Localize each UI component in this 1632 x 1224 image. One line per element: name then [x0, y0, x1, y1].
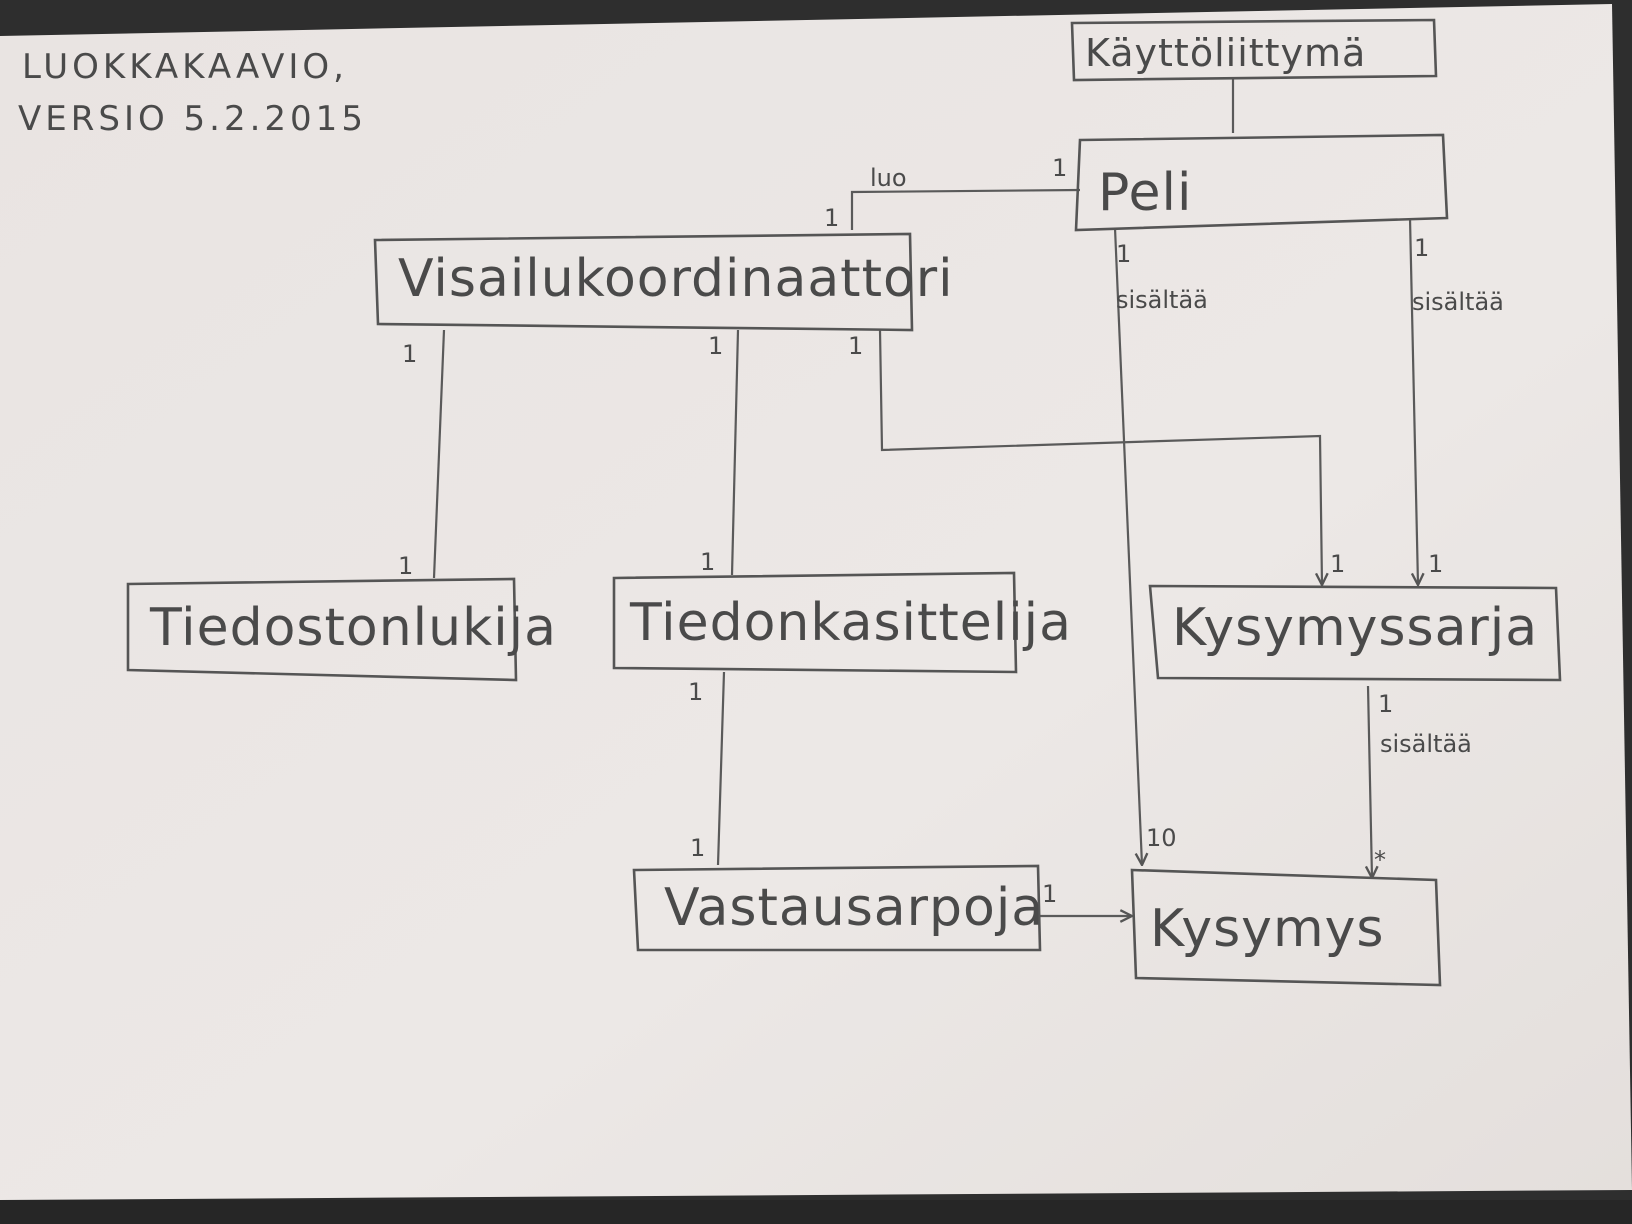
mult-peli-kysymys-to: 10: [1146, 824, 1177, 852]
visailu-tiedonkasittelija-line: [730, 329, 740, 576]
paper-sheet: [0, 4, 1632, 1200]
class-name: Visailukoordinaattori: [398, 249, 954, 309]
class-visailukoordinaattori: Visailukoordinaattori: [373, 232, 954, 332]
mult-visailu-tiedostonlukija-from: 1: [402, 340, 417, 368]
class-name: Käyttöliittymä: [1085, 31, 1366, 75]
class-box: [612, 571, 1018, 674]
mult-visailu-tiedonkasittelija-to: 1: [700, 548, 715, 576]
class-peli: Peli: [1074, 133, 1449, 232]
class-kysymys: Kysymys: [1130, 868, 1442, 987]
mult-visailu-kysymyssarja-to: 1: [1330, 550, 1345, 578]
caption-title: LUOKKAKAAVIO,: [22, 47, 348, 87]
mult-peli-kysymys-from: 1: [1116, 240, 1131, 268]
class-name: Peli: [1098, 163, 1192, 223]
mult-vastausarpoja-kysymys-from: 1: [1042, 880, 1057, 908]
assoc-label-luo: luo: [870, 164, 907, 192]
mult-kysymyssarja-kysymys-from: 1: [1378, 690, 1393, 718]
class-box: [1130, 868, 1442, 987]
tiedonkasittelija-vastausarpoja-line: [716, 671, 726, 866]
kysymyssarja-kysymys-line: [1368, 685, 1372, 878]
class-box: [373, 232, 914, 332]
assoc-label-peli-kysymys: sisältää: [1116, 286, 1208, 314]
class-kysymyssarja: Kysymyssarja: [1148, 584, 1562, 682]
class-box: [632, 864, 1042, 952]
class-name: Tiedonkasittelija: [629, 593, 1072, 653]
peli-visailu-line: [850, 188, 1081, 230]
mult-peli-kysymyssarja-to: 1: [1428, 550, 1443, 578]
mult-kysymyssarja-kysymys-to: *: [1374, 846, 1386, 874]
class-name: Vastausarpoja: [664, 878, 1044, 938]
peli-kysymys-line: [1113, 227, 1142, 865]
class-kayttoliittyma: Käyttöliittymä: [1070, 18, 1438, 82]
peli-kysymyssarja-line: [1408, 217, 1418, 585]
mult-tiedonkasittelija-vastausarpoja-to: 1: [690, 834, 705, 862]
class-box: [1070, 18, 1438, 82]
association-lines: [432, 78, 1418, 916]
mult-peli-luo: 1: [1052, 154, 1067, 182]
mult-visailu-kysymyssarja-from: 1: [848, 332, 863, 360]
table-edge: [0, 1200, 1632, 1224]
class-box: [126, 577, 518, 682]
mult-visailu-tiedostonlukija-to: 1: [398, 552, 413, 580]
class-box: [1148, 584, 1562, 682]
assoc-label-kysymyssarja-kysymys: sisältää: [1380, 730, 1472, 758]
visailu-tiedostonlukija-line: [432, 329, 446, 579]
caption-version: VERSIO 5.2.2015: [18, 99, 367, 139]
class-vastausarpoja: Vastausarpoja: [632, 864, 1044, 952]
mult-tiedonkasittelija-vastausarpoja-from: 1: [688, 678, 703, 706]
mult-visailu-luo: 1: [824, 204, 839, 232]
class-tiedonkasittelija: Tiedonkasittelija: [612, 571, 1072, 674]
class-name: Kysymyssarja: [1172, 598, 1538, 658]
class-box: [1074, 133, 1449, 232]
mult-peli-kysymyssarja-from: 1: [1414, 234, 1429, 262]
association-annotations: luo 1 1 1 sisältää 10 1 sisältää 1 1 1 1…: [398, 154, 1504, 908]
visailu-kysymyssarja-line: [878, 329, 1322, 585]
class-name: Tiedostonlukija: [149, 598, 557, 658]
assoc-label-peli-kysymyssarja: sisältää: [1412, 288, 1504, 316]
class-name: Kysymys: [1150, 899, 1384, 959]
class-tiedostonlukija: Tiedostonlukija: [126, 577, 557, 682]
mult-visailu-tiedonkasittelija-from: 1: [708, 332, 723, 360]
diagram-caption: LUOKKAKAAVIO, VERSIO 5.2.2015: [18, 47, 367, 139]
